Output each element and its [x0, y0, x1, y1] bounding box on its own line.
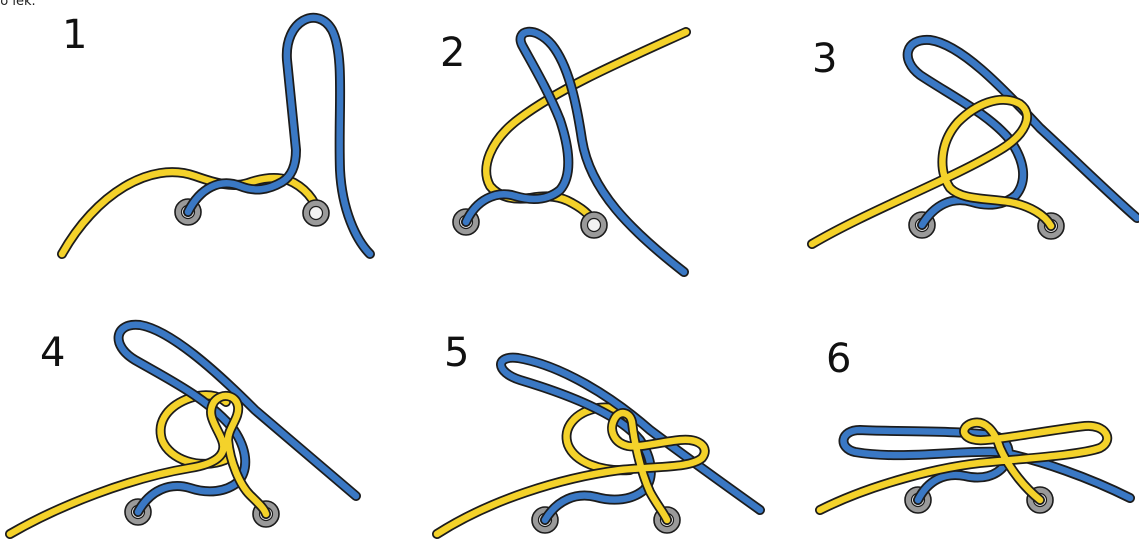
step-3-panel: 3	[812, 36, 1137, 244]
step-6-label: 6	[826, 336, 851, 382]
step-4-panel: 4	[10, 325, 356, 534]
step-2-label: 2	[440, 30, 465, 76]
step-2-panel: 2	[440, 30, 686, 272]
step-3-label: 3	[812, 36, 837, 82]
step-2-blue-lace	[466, 32, 684, 272]
step-1-panel: 1	[62, 12, 370, 254]
step-4-label: 4	[40, 330, 65, 376]
step-5-label: 5	[444, 330, 469, 376]
eyelet-icon	[303, 200, 329, 226]
step-6-panel: 6	[820, 336, 1130, 513]
eyelet-icon	[581, 212, 607, 238]
step-1-blue-lace	[188, 18, 370, 254]
step-1-label: 1	[62, 12, 87, 58]
step-5-panel: 5	[437, 330, 760, 534]
